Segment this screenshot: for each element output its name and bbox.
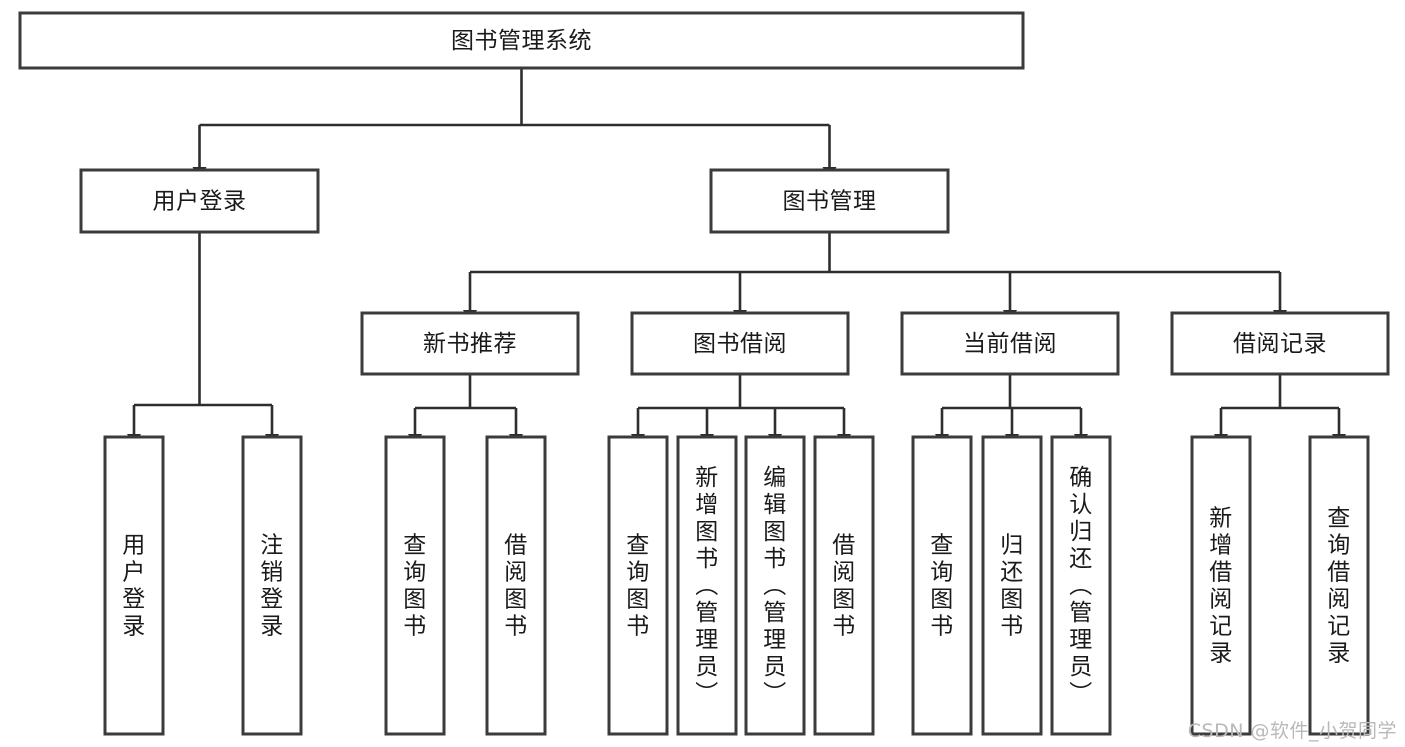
box-outline (18, 11, 1025, 70)
box-outline (676, 435, 738, 736)
links-新书推荐-to-leaves (408, 374, 523, 446)
links-bookmgmt-to-level3 (463, 232, 1287, 322)
links-图书借阅-to-leaves (631, 374, 851, 446)
box-outline (1190, 435, 1252, 736)
links-当前借阅-to-leaves (935, 374, 1088, 446)
level2-node-1-用户登录[interactable]: 用户登录 (79, 168, 320, 234)
box-outline (911, 435, 973, 736)
leaf-node-10-归还图书[interactable]: 归还图书 (981, 435, 1043, 736)
node-label: 确认归还︵管理员︶ (1069, 465, 1093, 707)
leaf-node-3-查询图书[interactable]: 查询图书 (384, 435, 446, 736)
node-label: 当前借阅 (963, 331, 1057, 357)
leaf-node-12-新增借阅记录[interactable]: 新增借阅记录 (1190, 435, 1252, 736)
node-label: 用户登录 (122, 533, 146, 640)
box-outline (485, 435, 547, 736)
box-outline (709, 168, 950, 234)
node-label: 借阅图书 (504, 533, 528, 640)
box-outline (384, 435, 446, 736)
box-outline (241, 435, 303, 736)
leaf-node-7-编辑图书管理员[interactable]: 编辑图书︵管理员︶ (744, 435, 806, 736)
box-outline (607, 435, 669, 736)
node-label: 注销登录 (260, 533, 284, 640)
links-root-to-level2 (192, 68, 837, 179)
node-label: 用户登录 (153, 189, 247, 215)
box-outline (1170, 311, 1390, 376)
leaf-node-5-查询图书[interactable]: 查询图书 (607, 435, 669, 736)
box-outline (1308, 435, 1370, 736)
level3-node-1-新书推荐[interactable]: 新书推荐 (360, 311, 580, 376)
leaf-node-6-新增图书管理员[interactable]: 新增图书︵管理员︶ (676, 435, 738, 736)
leaf-node-8-借阅图书[interactable]: 借阅图书 (813, 435, 875, 736)
node-label: 查询图书 (626, 533, 650, 640)
box-outline (981, 435, 1043, 736)
box-outline (103, 435, 165, 736)
leaf-node-2-注销登录[interactable]: 注销登录 (241, 435, 303, 736)
node-label: 查询借阅记录 (1327, 506, 1351, 667)
node-label: 借阅图书 (832, 533, 856, 640)
node-label: 借阅记录 (1233, 331, 1327, 357)
leaf-node-4-借阅图书[interactable]: 借阅图书 (485, 435, 547, 736)
level2-node-2-图书管理[interactable]: 图书管理 (709, 168, 950, 234)
node-label: 查询图书 (403, 533, 427, 640)
leaf-node-11-确认归还管理员[interactable]: 确认归还︵管理员︶ (1050, 435, 1112, 736)
box-outline (744, 435, 806, 736)
box-outline (900, 311, 1120, 376)
node-label: 新增图书︵管理员︶ (695, 465, 719, 707)
node-label: 归还图书 (1000, 533, 1024, 640)
node-label: 图书管理系统 (451, 28, 592, 54)
node-boxes: 图书管理系统用户登录图书管理新书推荐图书借阅当前借阅借阅记录用户登录注销登录查询… (18, 11, 1390, 736)
leaf-node-13-查询借阅记录[interactable]: 查询借阅记录 (1308, 435, 1370, 736)
root-node-1-图书管理系统[interactable]: 图书管理系统 (18, 11, 1025, 70)
box-outline (1050, 435, 1112, 736)
box-outline (360, 311, 580, 376)
level3-node-4-借阅记录[interactable]: 借阅记录 (1170, 311, 1390, 376)
level3-node-3-当前借阅[interactable]: 当前借阅 (900, 311, 1120, 376)
box-outline (630, 311, 850, 376)
level3-node-2-图书借阅[interactable]: 图书借阅 (630, 311, 850, 376)
links-借阅记录-to-leaves (1214, 374, 1346, 446)
box-outline (813, 435, 875, 736)
leaf-node-9-查询图书[interactable]: 查询图书 (911, 435, 973, 736)
box-outline (79, 168, 320, 234)
node-label: 图书借阅 (693, 331, 787, 357)
leaf-node-1-用户登录[interactable]: 用户登录 (103, 435, 165, 736)
connector-lines (127, 68, 1346, 446)
node-label: 编辑图书︵管理员︶ (763, 465, 787, 707)
node-label: 新书推荐 (423, 331, 517, 357)
node-label: 新增借阅记录 (1209, 506, 1233, 667)
node-label: 查询图书 (930, 533, 954, 640)
links-userlogin-to-leaves (127, 232, 279, 446)
node-label: 图书管理 (783, 189, 877, 215)
